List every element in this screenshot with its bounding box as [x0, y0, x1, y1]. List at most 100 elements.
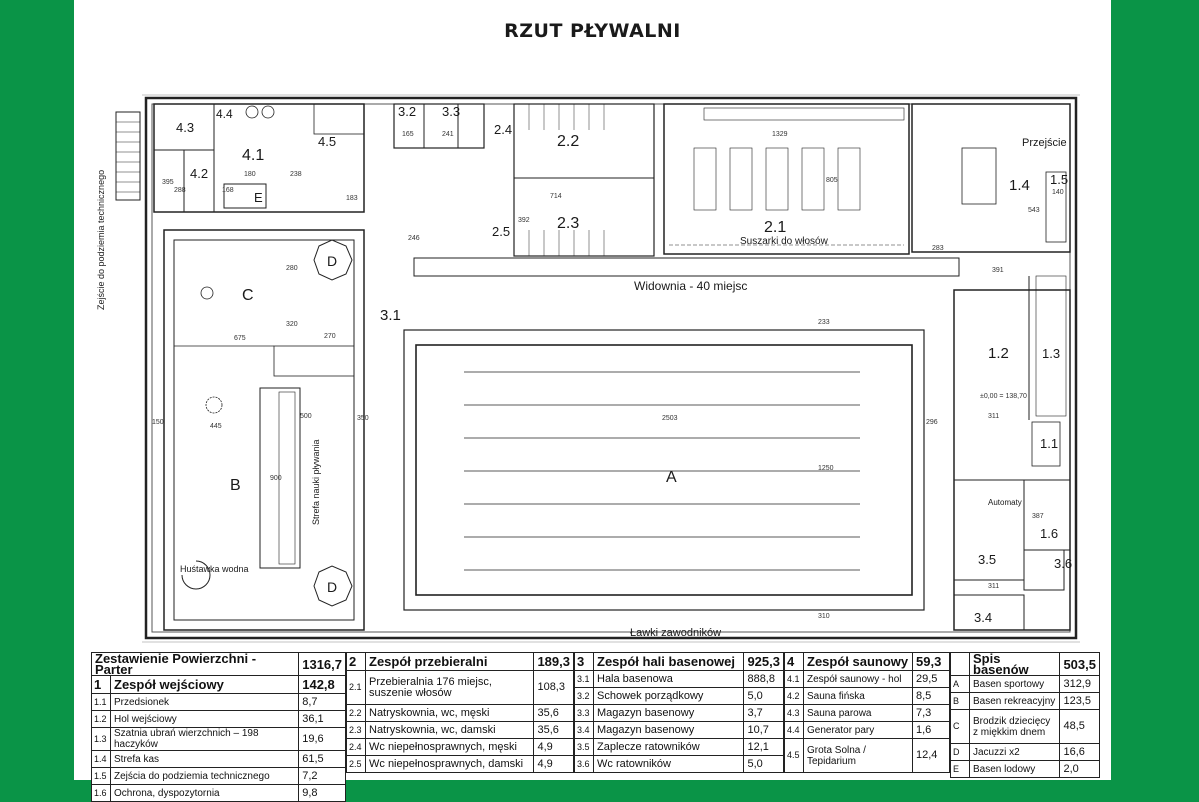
group-number: 1: [91, 675, 111, 694]
row-number: 3.3: [574, 704, 594, 722]
dimension: 288: [174, 187, 186, 194]
row-value: 4,9: [533, 738, 574, 756]
row-number: 4.1: [784, 670, 804, 688]
floor-plan: Zejście do podziemia technicznego: [96, 94, 1080, 643]
dimension: 900: [270, 475, 282, 482]
room-label: 4.2: [190, 166, 208, 181]
row-name: Basen sportowy: [968, 675, 1061, 693]
sauna-block: [153, 103, 365, 213]
row-number: C: [950, 709, 970, 744]
table-row: 4.5 Grota Solna /Tepidarium 12,4: [784, 738, 950, 773]
room-label: 3.5: [978, 552, 996, 567]
group-value: 142,8: [298, 675, 346, 694]
storage-34: [953, 594, 1025, 631]
room-label: 3.4: [974, 610, 992, 625]
learning-lane: [278, 391, 296, 565]
drawing-sheet: RZUT PŁYWALNI Zejście do podziemia techn…: [74, 0, 1111, 802]
row-number: 2.2: [346, 704, 366, 722]
level-mark: ±0,00 = 138,70: [980, 393, 1027, 400]
row-name: Wc ratowników: [592, 755, 745, 773]
dimension: 543: [1028, 207, 1040, 214]
row-value: 29,5: [912, 670, 950, 688]
room-label: 2.1: [764, 219, 786, 236]
row-name: Natryskownia, wc, damski: [364, 721, 535, 739]
row-name: Grota Solna /Tepidarium: [803, 738, 913, 773]
group-name: Zespół saunowy: [803, 652, 913, 671]
row-name: Zejścia do podziemia technicznego: [109, 767, 300, 785]
right-stair: [1045, 171, 1067, 243]
recreation-zone: [163, 229, 365, 631]
water-swing-icon: [181, 560, 211, 590]
group-number: 2: [346, 652, 366, 671]
room-label: 1.2: [988, 345, 1009, 362]
room-label: 2.3: [557, 215, 579, 232]
dimension: 270: [324, 333, 336, 340]
row-name: Jacuzzi x2: [968, 743, 1061, 761]
dimension: 283: [932, 245, 944, 252]
pool-letter: D: [327, 579, 337, 595]
row-value: 3,7: [743, 704, 784, 722]
room-label: 4.3: [176, 120, 194, 135]
group-value: 189,3: [533, 652, 574, 671]
row-number: 3.6: [574, 755, 594, 773]
row-name: Sauna parowa: [803, 704, 913, 722]
passage-label: Przejście: [1022, 137, 1067, 149]
row-value: 123,5: [1059, 692, 1100, 710]
row-number: E: [950, 760, 970, 778]
dimension: 168: [222, 187, 234, 194]
row-name: Przedsionek: [109, 693, 300, 711]
dimension: 714: [550, 193, 562, 200]
dimension: 183: [346, 195, 358, 202]
sauna-fixture: [245, 105, 259, 119]
dimension: 241: [442, 131, 454, 138]
area-table-entrance: Zestawienie Powierzchni - Parter 1316,7 …: [90, 652, 346, 802]
showers-block: [513, 103, 655, 257]
sport-pool: [415, 344, 913, 596]
geyser-icon: [205, 396, 223, 414]
room-label: 3.1: [380, 307, 401, 324]
room-label: 1.3: [1042, 346, 1060, 361]
row-number: 2.1: [346, 670, 366, 705]
dimension: 500: [300, 413, 312, 420]
row-number: 1.5: [91, 767, 111, 785]
dimension: 311: [988, 413, 999, 420]
group-name: Zespół wejściowy: [109, 675, 300, 694]
room-label: 4.5: [318, 134, 336, 149]
pool-letter: A: [666, 469, 677, 486]
changing-room: [663, 103, 910, 255]
building-outline: [144, 96, 1078, 640]
area-table-changing: 2 Zespół przebieralni 189,3 2.1 Przebier…: [346, 652, 574, 773]
dimension: 311: [988, 583, 999, 590]
table-row: 2.1 Przebieralnia 176 miejsc,suszenie wł…: [346, 670, 574, 705]
row-value: 61,5: [298, 750, 346, 768]
row-name: Ochrona, dyspozytornia: [109, 784, 300, 802]
row-name: Magazyn basenowy: [592, 704, 745, 722]
row-name: Zespół saunowy - hol: [803, 670, 913, 688]
cloakroom-rail: [1035, 275, 1067, 417]
room-label: 3.6: [1054, 556, 1072, 571]
row-value: 4,9: [533, 755, 574, 773]
left-stair-treads: [116, 121, 140, 193]
table-header-value: 1316,7: [298, 652, 346, 676]
row-number: 3.4: [574, 721, 594, 739]
sport-pool-frame: [403, 329, 925, 611]
row-value: 312,9: [1059, 675, 1100, 693]
pool-letter: B: [230, 477, 241, 494]
row-value: 1,6: [912, 721, 950, 739]
row-value: 7,3: [912, 704, 950, 722]
group-value: 59,3: [912, 652, 950, 671]
row-number: B: [950, 692, 970, 710]
row-name: Sauna fińska: [803, 687, 913, 705]
room-label: 1.1: [1040, 436, 1058, 451]
zejscie-label: Zejście do podziemia technicznego: [96, 170, 106, 310]
row-name: Basen lodowy: [968, 760, 1061, 778]
dimension: 165: [402, 131, 414, 138]
